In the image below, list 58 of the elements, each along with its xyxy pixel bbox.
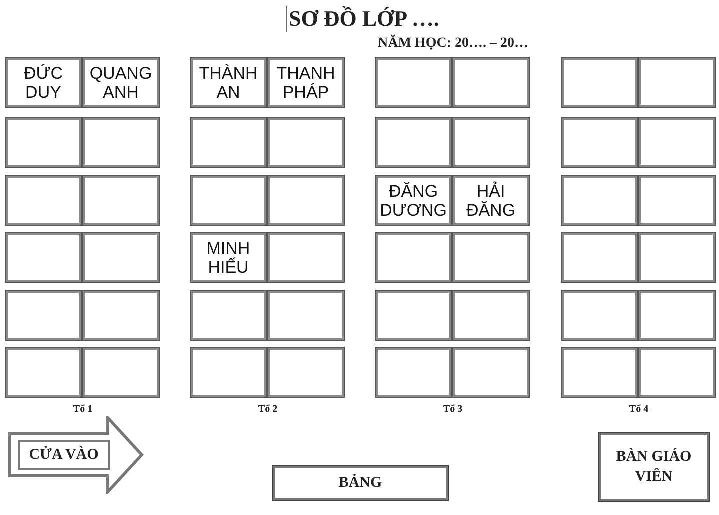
seat-box: [82, 117, 160, 168]
seat-box: [190, 117, 267, 168]
teacher-desk-box: BÀN GIÁO VIÊN: [598, 432, 710, 502]
seat-box: [638, 290, 716, 341]
seat-box: [452, 290, 530, 341]
seat-box: [638, 175, 716, 226]
seat-box: [561, 175, 638, 226]
title: SƠ ĐỒ LỚP ….: [286, 6, 440, 32]
seat-box: [452, 57, 530, 108]
seat-box: [561, 117, 638, 168]
seat-box: [375, 347, 452, 398]
seat-box: [82, 232, 160, 283]
seat-box: ĐĂNG DƯƠNG: [375, 175, 452, 226]
seat-box: [638, 117, 716, 168]
seat-box: [5, 175, 82, 226]
seat-box: [82, 347, 160, 398]
seat-box: [638, 232, 716, 283]
seat-box: [190, 175, 267, 226]
seat-box: [5, 347, 82, 398]
seat-box: HẢI ĐĂNG: [452, 175, 530, 226]
seat-box: [561, 57, 638, 108]
seat-box: [267, 117, 345, 168]
seat-box: [190, 347, 267, 398]
group-label: Tổ 4: [628, 404, 650, 415]
seat-box: [638, 347, 716, 398]
group-label: Tổ 3: [442, 404, 464, 415]
seat-box: [452, 117, 530, 168]
seat-box: [561, 347, 638, 398]
seat-box: [82, 290, 160, 341]
seat-box: [5, 290, 82, 341]
seat-box: [267, 347, 345, 398]
seat-box: [375, 290, 452, 341]
seat-box: [375, 57, 452, 108]
group-label: Tổ 1: [72, 404, 94, 415]
seat-box: [267, 290, 345, 341]
seat-box: ĐỨC DUY: [5, 57, 82, 108]
seat-box: QUANG ANH: [82, 57, 160, 108]
seat-box: [561, 290, 638, 341]
blackboard-box: BẢNG: [272, 465, 449, 501]
seat-box: THANH PHÁP: [267, 57, 345, 108]
seat-box: [375, 117, 452, 168]
group-label: Tổ 2: [257, 404, 279, 415]
seat-box: [375, 232, 452, 283]
seat-box: [5, 232, 82, 283]
door-label: CỬA VÀO: [18, 440, 110, 470]
seat-box: [561, 232, 638, 283]
seat-box: [452, 232, 530, 283]
seat-box: MINH HIẾU: [190, 232, 267, 283]
seat-box: [452, 347, 530, 398]
seat-box: [638, 57, 716, 108]
seat-box: [82, 175, 160, 226]
seat-box: [267, 175, 345, 226]
school-year-line: NĂM HỌC: 20…. – 20…: [378, 36, 528, 52]
seat-box: THÀNH AN: [190, 57, 267, 108]
seat-box: [267, 232, 345, 283]
seat-box: [190, 290, 267, 341]
seat-box: [5, 117, 82, 168]
entrance-arrow: [8, 416, 144, 494]
